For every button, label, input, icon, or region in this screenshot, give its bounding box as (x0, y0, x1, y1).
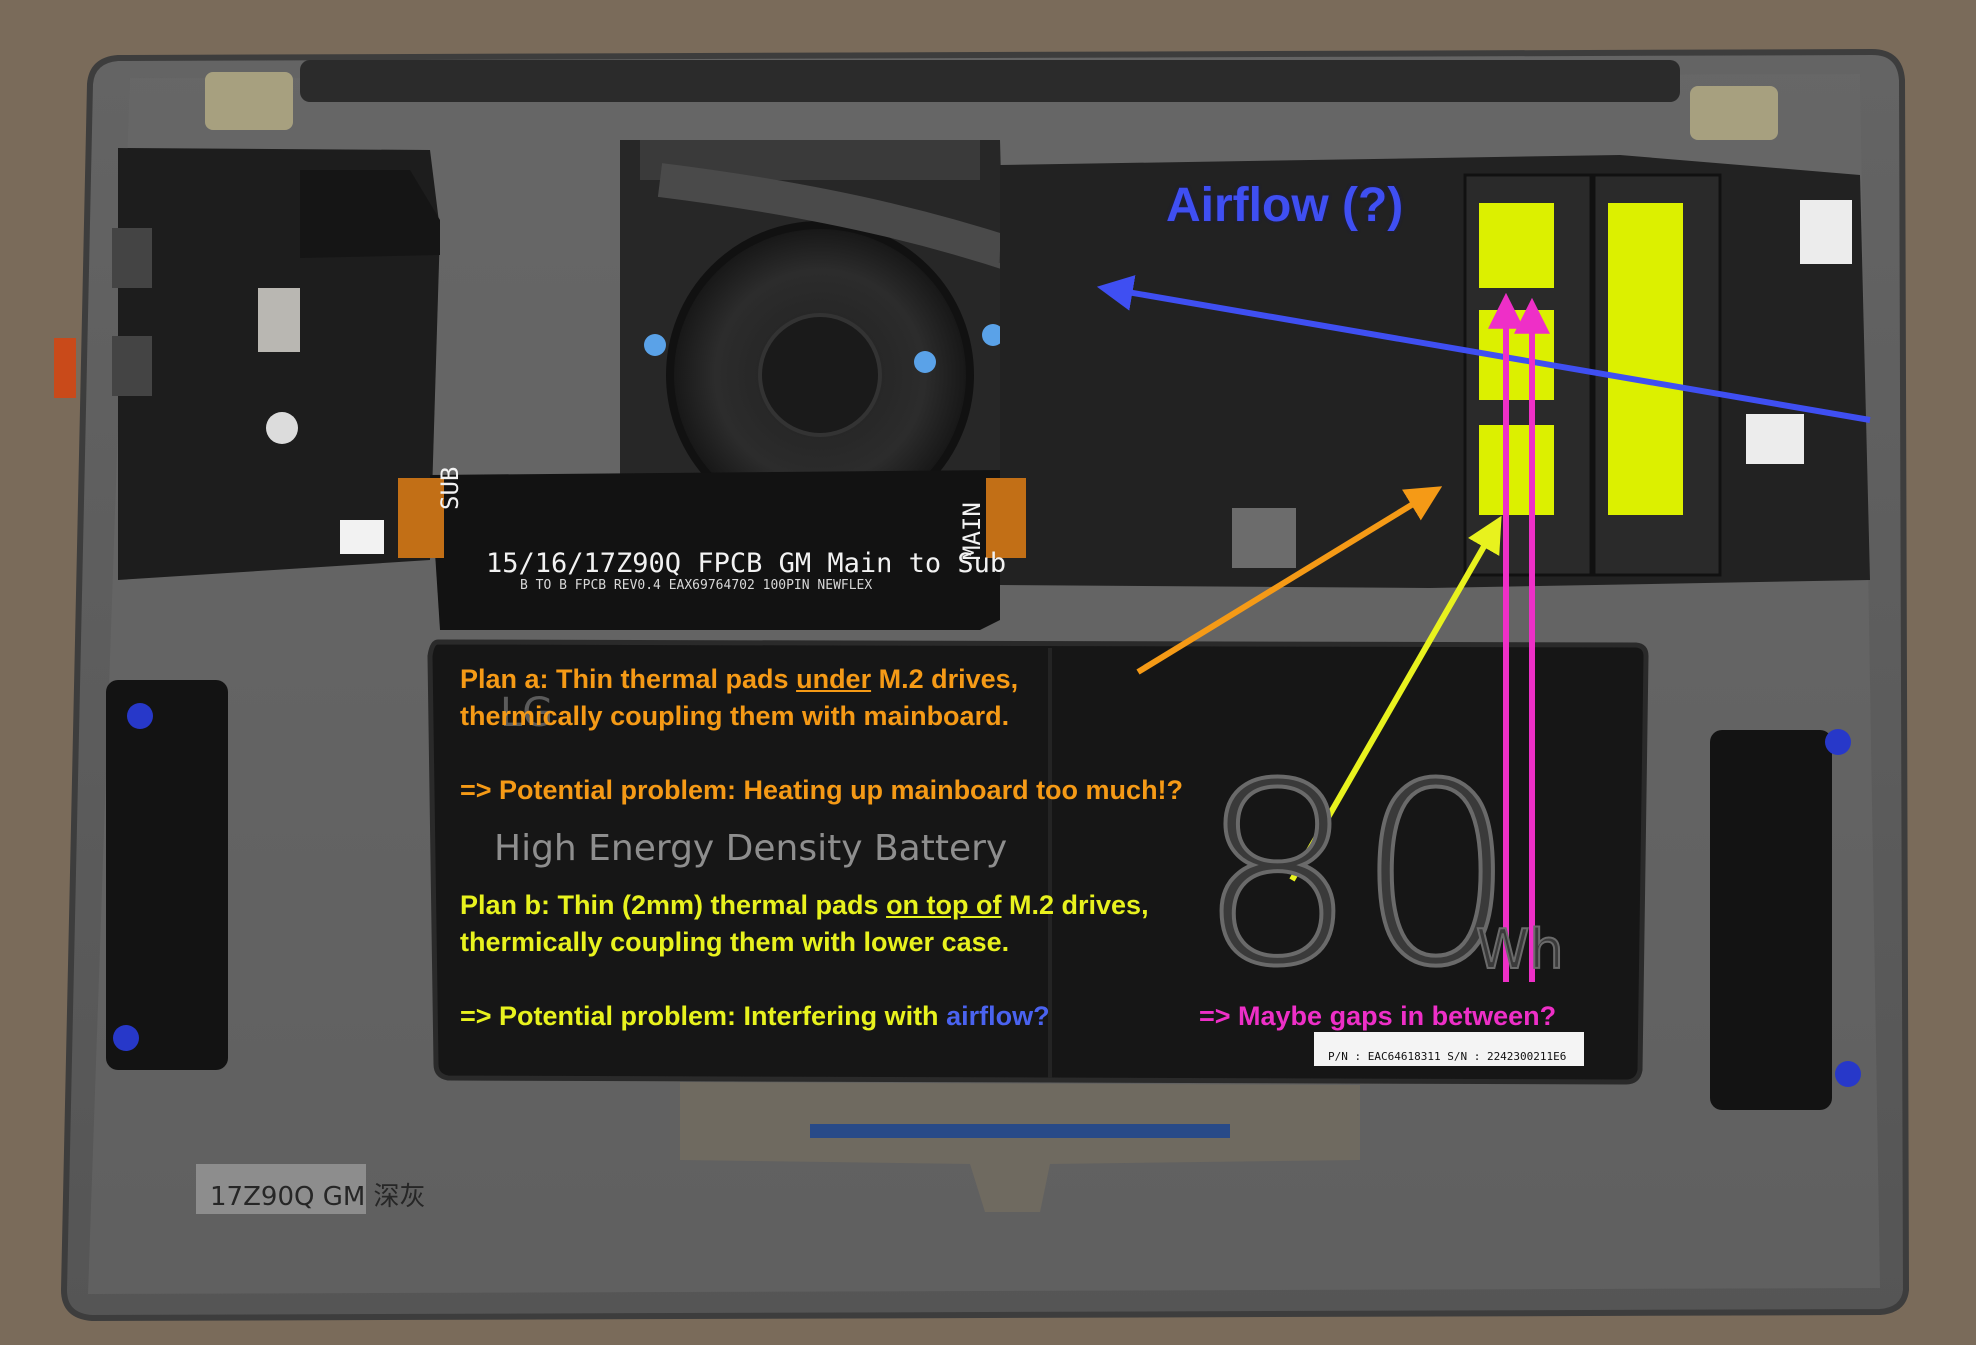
airflow-arrow (1096, 275, 1871, 423)
case-label-plate (196, 1164, 366, 1214)
qr-sticker-main (1746, 414, 1804, 464)
qr-sticker-left (340, 520, 384, 554)
battery (427, 639, 1649, 1085)
battery-unit: Wh (1475, 917, 1565, 982)
touchpad-strip (810, 1124, 1230, 1138)
plan-b-problem-keyword: airflow? (946, 1001, 1050, 1031)
shield-plate (300, 170, 440, 258)
sub-connector-label: SUB (436, 466, 464, 510)
plan-b-line-2: thermically coupling them with lower cas… (460, 927, 1010, 957)
plan-a-emphasis: under (796, 664, 872, 694)
inductor (1232, 508, 1296, 568)
lg-logo: LG (500, 690, 554, 736)
mainboard (1000, 155, 1870, 588)
speaker-left (106, 680, 228, 1070)
battery-barcode-text: P/N : EAC64618311 S/N : 2242300211E6 (1328, 1050, 1567, 1063)
battery-label: High Energy Density Battery (494, 828, 1008, 869)
usb-port-1 (112, 228, 152, 288)
plan-b-problem-prefix: => Potential problem: Interfering with (460, 1001, 947, 1031)
hinge-left (205, 72, 293, 130)
plan-b-prefix: Plan b: Thin (2mm) thermal pads (460, 890, 887, 920)
plan-b-arrow (1289, 515, 1502, 882)
hinge-bar (300, 60, 1680, 102)
airflow-annotation: Airflow (?) (1166, 179, 1404, 232)
gaps-annotation: => Maybe gaps in between? (1199, 1001, 1557, 1031)
plan-b-emphasis: on top of (886, 890, 1002, 920)
plan-a-line-2: thermically coupling them with mainboard… (460, 701, 1010, 731)
main-connector-label: MAIN (958, 502, 986, 560)
plan-b-problem: => Potential problem: Interfering with a… (460, 998, 1050, 1035)
fpcb-cable-sublabel: B TO B FPCB REV0.4 EAX69764702 100PIN NE… (520, 578, 873, 593)
plan-a-prefix: Plan a: Thin thermal pads (460, 664, 797, 694)
plan-a-line-1: Plan a: Thin thermal pads under M.2 driv… (460, 661, 1018, 698)
wifi-chip (258, 288, 300, 352)
fpcb-connector-left (398, 478, 444, 558)
fan-hub (758, 313, 882, 437)
plan-b-suffix: M.2 drives, (1001, 890, 1149, 920)
plan-b-line-1: Plan b: Thin (2mm) thermal pads on top o… (460, 887, 1149, 924)
hinge-right (1690, 86, 1778, 140)
plan-a-arrow (1136, 486, 1443, 675)
qr-sticker-right (1800, 200, 1852, 264)
battery-capacity: 80 (1196, 728, 1518, 1023)
case-model-label: 17Z90Q GM 深灰 (210, 1182, 426, 1212)
battery-barcode-label (1314, 1032, 1584, 1066)
speaker-screws (113, 703, 1861, 1087)
speaker-right (1710, 730, 1832, 1110)
fpcb-cable-label: 15/16/17Z90Q FPCB GM Main to Sub (486, 548, 1007, 579)
touchpad-bracket (680, 1082, 1360, 1212)
fpcb-connector-right (986, 478, 1026, 558)
plan-a-problem: => Potential problem: Heating up mainboa… (460, 775, 1184, 805)
sub-board-hole (266, 412, 298, 444)
plan-a-suffix: M.2 drives, (871, 664, 1019, 694)
usb-port-2 (112, 336, 152, 396)
fpcb-cable (430, 470, 1000, 630)
power-button (54, 338, 76, 398)
